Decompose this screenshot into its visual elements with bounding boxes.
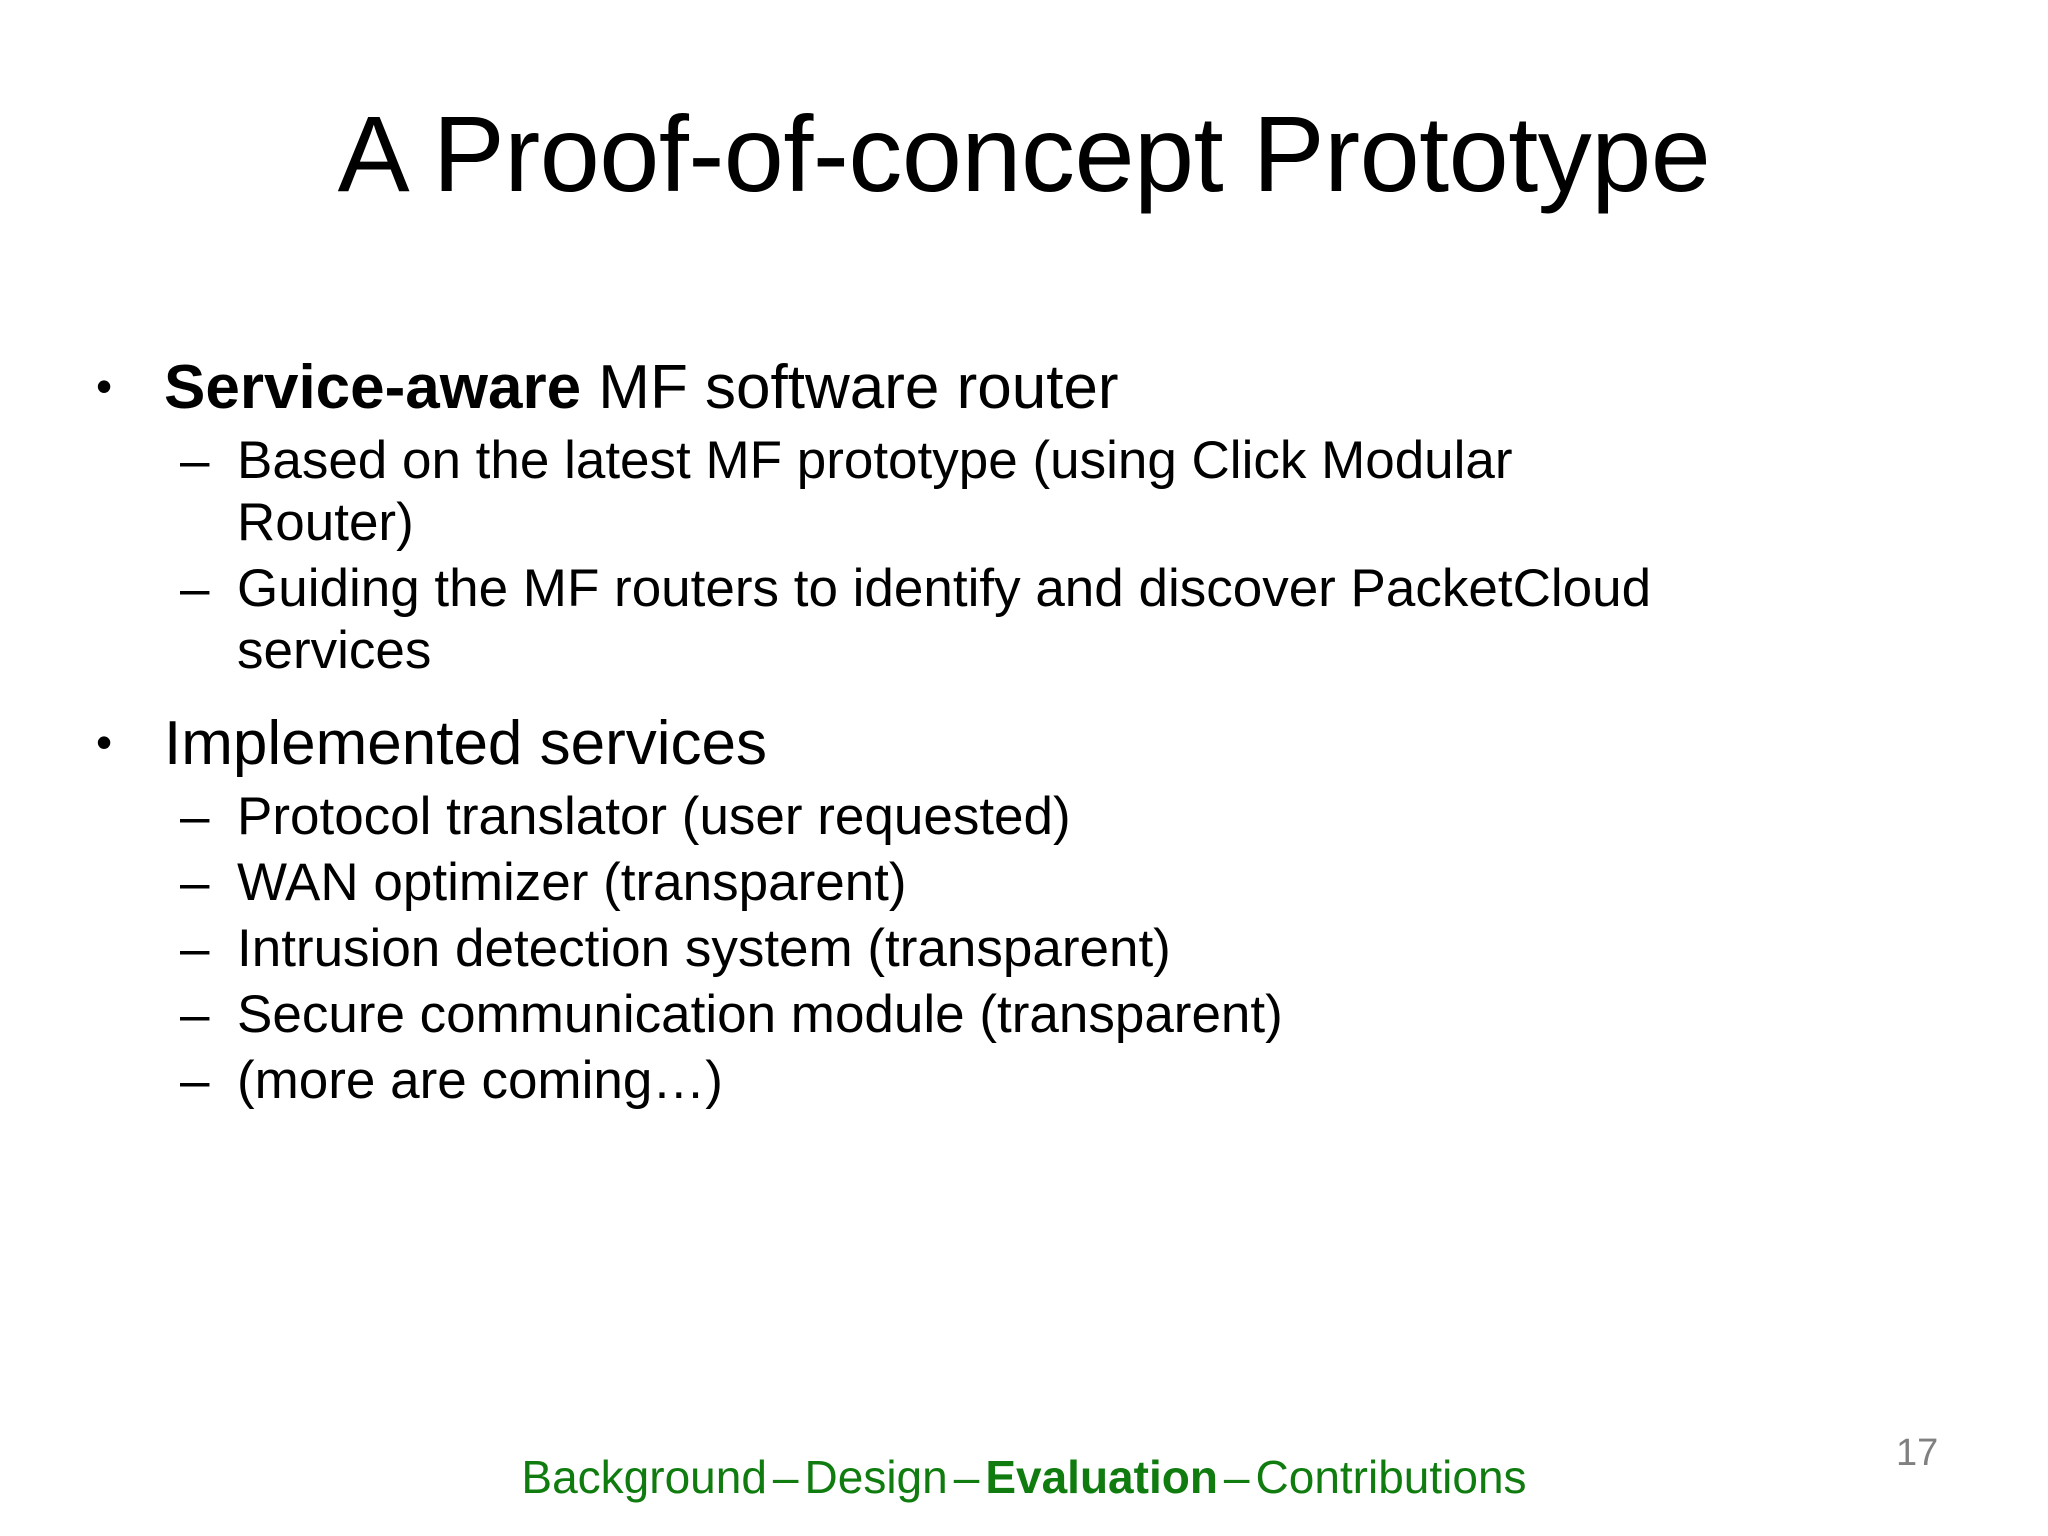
- footer-separator: –: [772, 1451, 799, 1503]
- bullet-text: WAN optimizer (transparent): [237, 852, 907, 912]
- bullet-text: Intrusion detection system (transparent): [237, 918, 1171, 978]
- bullet-marker-dash: –: [180, 1050, 210, 1110]
- bullet-marker-dash: –: [180, 984, 210, 1044]
- bullet-marker-dot: •: [96, 360, 113, 412]
- bullet-item-level2: – WAN optimizer (transparent): [96, 852, 1926, 914]
- bullet-item-level2: – Guiding the MF routers to identify and…: [96, 558, 1926, 682]
- bullet-text: Based on the latest MF prototype (using …: [237, 430, 1513, 552]
- bullet-marker-dash: –: [180, 786, 210, 846]
- bullet-item-level1: • Implemented services: [96, 708, 1926, 780]
- bullet-item-level2: – Based on the latest MF prototype (usin…: [96, 430, 1926, 554]
- bullet-text: Secure communication module (transparent…: [237, 984, 1283, 1044]
- bullet-item-level2: – Intrusion detection system (transparen…: [96, 918, 1926, 980]
- section-spacer: [96, 686, 1926, 708]
- footer-section-nav: Background–Design–Evaluation–Contributio…: [0, 1452, 2048, 1503]
- footer-segment-contributions[interactable]: Contributions: [1255, 1451, 1527, 1503]
- bullet-text: Guiding the MF routers to identify and d…: [237, 558, 1652, 680]
- bullet-marker-dash: –: [180, 852, 210, 912]
- bullet-text: Protocol translator (user requested): [237, 786, 1071, 846]
- bullet-marker-dot: •: [96, 715, 113, 768]
- bullet-item-level2: – (more are coming…): [96, 1050, 1926, 1112]
- bullet-marker-dash: –: [180, 430, 210, 490]
- bullet-marker-dash: –: [180, 558, 210, 618]
- slide-body: • Service-aware MF software router – Bas…: [96, 352, 1926, 1116]
- bullet-marker-dash: –: [180, 918, 210, 978]
- page-title: A Proof-of-concept Prototype: [337, 93, 1711, 214]
- bullet-bold-lead: Service-aware: [164, 353, 582, 422]
- bullet-text: Implemented services: [164, 708, 768, 778]
- bullet-rest: MF software router: [581, 353, 1119, 422]
- bullet-item-level2: – Protocol translator (user requested): [96, 786, 1926, 848]
- bullet-text: (more are coming…): [237, 1050, 723, 1110]
- footer-separator: –: [953, 1451, 980, 1503]
- footer-segment-evaluation[interactable]: Evaluation: [985, 1451, 1218, 1503]
- footer-separator: –: [1223, 1451, 1250, 1503]
- page-number: 17: [1896, 1432, 1939, 1474]
- footer-segment-design[interactable]: Design: [804, 1451, 948, 1503]
- bullet-text: Service-aware MF software router: [164, 352, 1926, 424]
- bullet-item-level2: – Secure communication module (transpare…: [96, 984, 1926, 1046]
- footer-segment-background[interactable]: Background: [521, 1451, 767, 1503]
- bullet-item-level1: • Service-aware MF software router: [96, 352, 1926, 424]
